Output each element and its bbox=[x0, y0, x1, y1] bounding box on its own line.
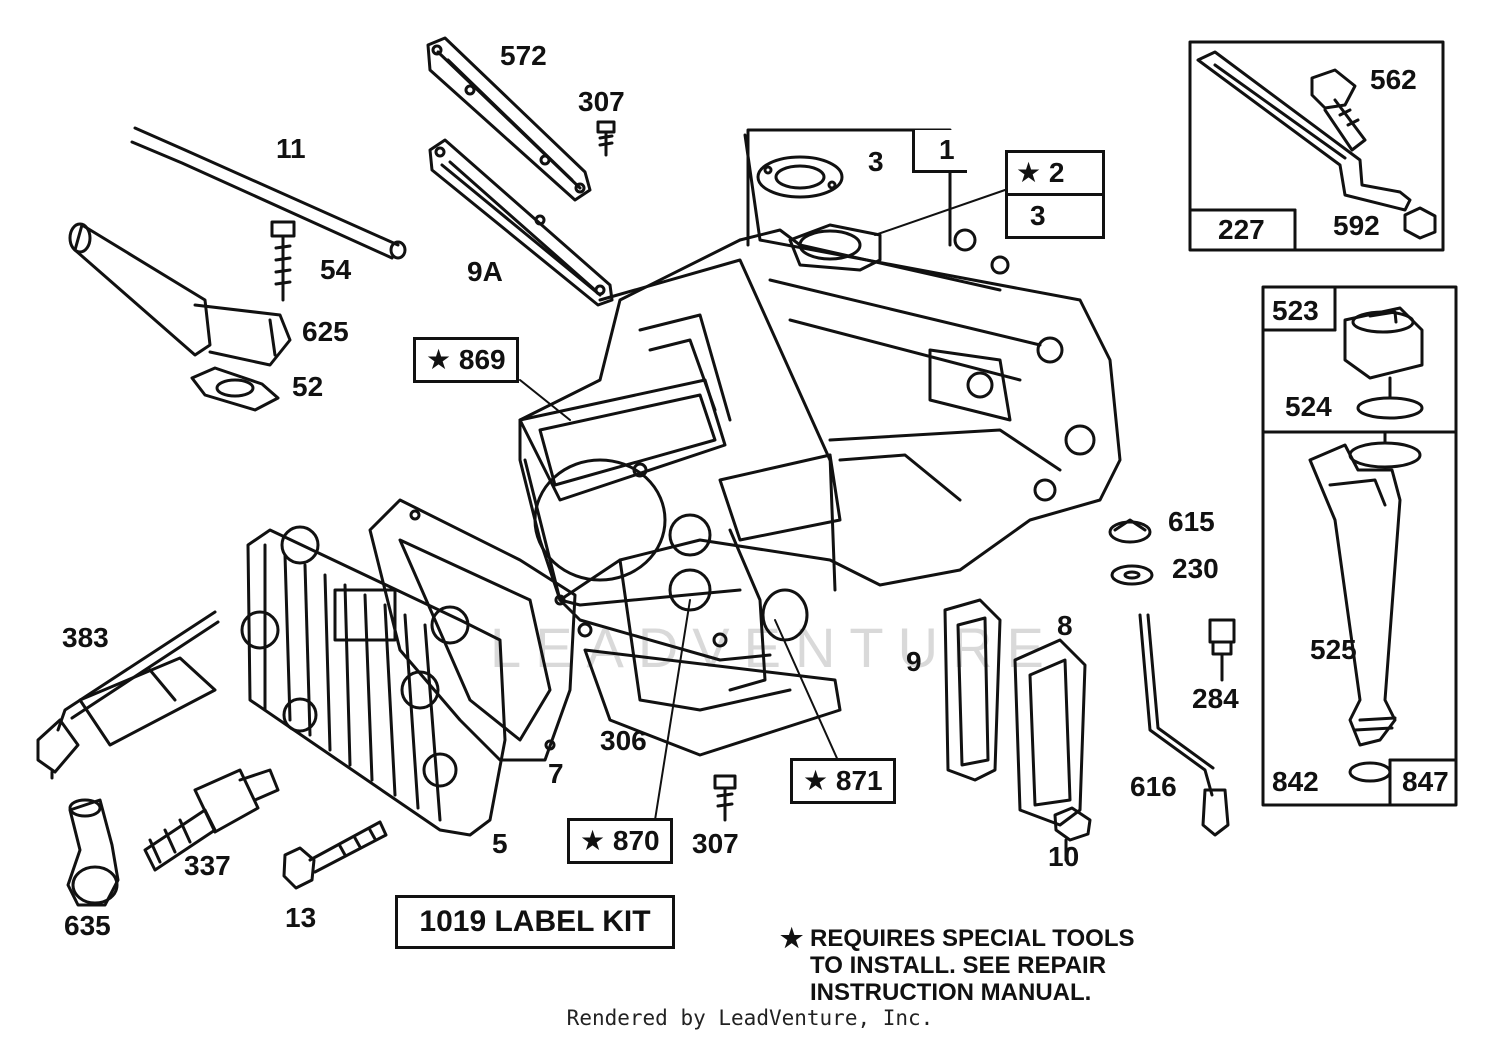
dipstick-616-icon bbox=[1138, 613, 1230, 837]
spark-plug-337-icon bbox=[143, 768, 280, 872]
label-307-bottom: 307 bbox=[692, 828, 739, 859]
label-592: 592 bbox=[1333, 210, 1380, 241]
label-307-top: 307 bbox=[578, 86, 625, 117]
screw-307-top-icon bbox=[596, 120, 616, 157]
gasket-52-icon bbox=[190, 366, 280, 412]
gasket-9-icon bbox=[943, 598, 1002, 782]
label-615: 615 bbox=[1168, 506, 1215, 537]
box-label-star-870: ★ 870 bbox=[567, 818, 673, 864]
label-52: 52 bbox=[292, 371, 324, 402]
note-line-2: TO INSTALL. SEE REPAIR bbox=[810, 952, 1107, 979]
kit-box-227-frame bbox=[1188, 40, 1445, 252]
box-label-1: 1 bbox=[912, 130, 967, 173]
bolt-13-icon bbox=[282, 820, 388, 890]
gasket-572-icon bbox=[426, 36, 592, 202]
label-625: 625 bbox=[302, 316, 349, 347]
cylinder-head-5-icon bbox=[240, 525, 507, 837]
label-7: 7 bbox=[548, 758, 564, 789]
washer-230-icon bbox=[1110, 564, 1154, 586]
label-306: 306 bbox=[600, 725, 647, 756]
special-tools-note: ★ REQUIRES SPECIAL TOOLS TO INSTALL. SEE… bbox=[780, 923, 1220, 1007]
label-3: 3 bbox=[868, 146, 884, 177]
label-562: 562 bbox=[1370, 64, 1417, 95]
head-gasket-7-icon bbox=[368, 498, 577, 762]
label-524: 524 bbox=[1285, 391, 1332, 422]
box-label-star-2: ★ 2 bbox=[1005, 150, 1105, 196]
kit-box-1-frame bbox=[746, 128, 952, 247]
o-ring-524-icon bbox=[1356, 376, 1424, 420]
nut-592-icon bbox=[1403, 206, 1437, 240]
star-icon: ★ bbox=[780, 923, 804, 953]
screw-54-icon bbox=[270, 220, 296, 302]
spark-plug-wrench-383-icon bbox=[36, 610, 220, 780]
note-line-3: INSTRUCTION MANUAL. bbox=[810, 979, 1092, 1006]
label-842: 842 bbox=[1272, 766, 1319, 797]
box-label-523: 523 bbox=[1272, 295, 1319, 326]
label-572: 572 bbox=[500, 40, 547, 71]
base-plate-306-icon bbox=[583, 648, 842, 757]
label-8: 8 bbox=[1057, 610, 1073, 641]
box-label-star-871: ★ 871 bbox=[790, 758, 896, 804]
label-616: 616 bbox=[1130, 771, 1177, 802]
footer-credit: Rendered by LeadVenture, Inc. bbox=[566, 1006, 934, 1030]
screw-10-icon bbox=[1053, 806, 1092, 862]
label-337: 337 bbox=[184, 850, 231, 881]
seal-3-icon bbox=[756, 155, 844, 199]
label-284: 284 bbox=[1192, 683, 1239, 714]
label-230: 230 bbox=[1172, 553, 1219, 584]
box-label-3: 3 bbox=[1005, 193, 1105, 239]
label-525: 525 bbox=[1310, 634, 1357, 665]
label-635: 635 bbox=[64, 910, 111, 941]
label-11: 11 bbox=[276, 133, 306, 164]
nut-615-icon bbox=[1108, 518, 1152, 544]
label-9: 9 bbox=[906, 646, 922, 677]
gasket-9a-icon bbox=[428, 138, 614, 307]
label-13: 13 bbox=[285, 902, 317, 933]
bolt-562-icon bbox=[1310, 68, 1367, 152]
leader-lines bbox=[519, 189, 1006, 821]
screw-307-bottom-icon bbox=[713, 774, 737, 822]
box-label-227: 227 bbox=[1218, 214, 1265, 245]
breather-tube-625-icon bbox=[68, 222, 292, 367]
label-kit-1019: 1019 LABEL KIT bbox=[395, 895, 675, 949]
lever-227-icon bbox=[1196, 50, 1412, 212]
box-label-star-869: ★ 869 bbox=[413, 337, 519, 383]
cap-523-icon bbox=[1343, 306, 1424, 380]
label-10: 10 bbox=[1048, 841, 1080, 872]
o-ring-842-icon bbox=[1348, 761, 1392, 783]
fill-tube-525-icon bbox=[1308, 431, 1422, 747]
label-54: 54 bbox=[320, 254, 352, 285]
boot-635-icon bbox=[66, 798, 120, 907]
kit-box-847-frame bbox=[1261, 285, 1458, 807]
label-9a: 9A bbox=[467, 256, 503, 287]
tube-11-icon bbox=[130, 126, 407, 260]
note-line-1: REQUIRES SPECIAL TOOLS bbox=[810, 925, 1135, 952]
box-label-847: 847 bbox=[1402, 766, 1449, 797]
screw-284-icon bbox=[1208, 618, 1236, 682]
label-383: 383 bbox=[62, 622, 109, 653]
cover-8-icon bbox=[1013, 638, 1087, 827]
label-5: 5 bbox=[492, 828, 508, 859]
